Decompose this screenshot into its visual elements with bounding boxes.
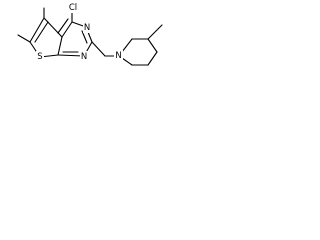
bond-thiophene-4 (57, 36, 63, 56)
bond-piperidine-1 (121, 38, 133, 53)
bond-thiophene-1-double (34, 21, 49, 43)
bond-thiophene-1 (29, 17, 45, 43)
bond-ch2-1 (91, 41, 106, 57)
sulfur-atom-label: S (37, 52, 42, 62)
nitrogen-atom-label-bottom: N (81, 52, 87, 62)
bond-pyrimidine-5 (57, 54, 85, 57)
bond-pyrimidine-1 (61, 21, 73, 38)
piperidine-nitrogen-atom-label: N (115, 51, 121, 61)
bond-piperidine-6 (121, 57, 133, 66)
chemical-structure-diagram: Cl N N S N (17, 2, 163, 66)
bond-piperidine-methyl (147, 24, 163, 40)
bond-piperidine-4 (147, 51, 158, 66)
nitrogen-atom-label-top: N (84, 23, 90, 33)
bond-thiophene-5 (43, 17, 63, 38)
bond-methyl-lower (17, 34, 31, 43)
bond-pyrimidine-1-double (57, 18, 69, 34)
atom-labels: Cl N N S N (36, 2, 123, 62)
bond-pyrimidine-3-double (81, 30, 88, 44)
bond-piperidine-3 (147, 38, 158, 53)
chlorine-atom-label: Cl (69, 3, 77, 13)
